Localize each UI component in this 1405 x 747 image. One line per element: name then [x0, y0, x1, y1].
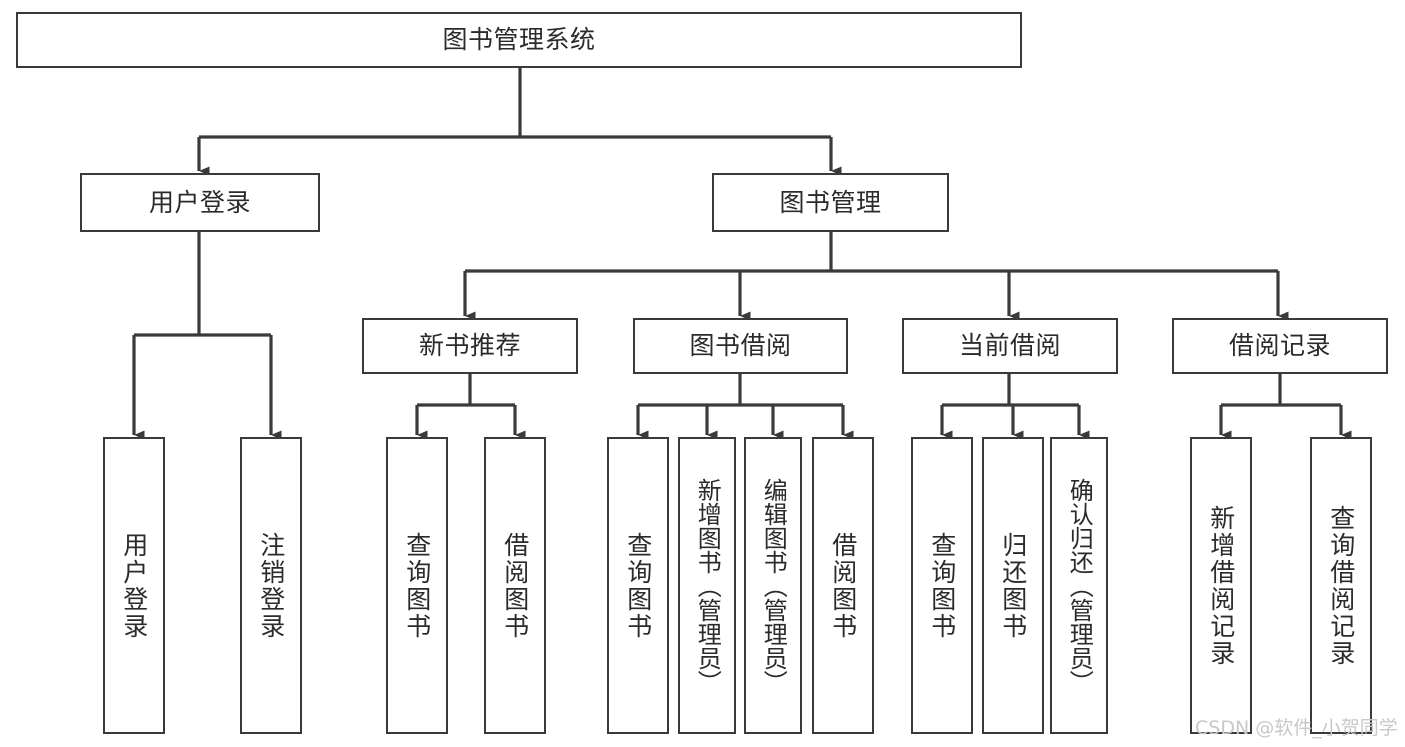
node-leaf-1[interactable]: 注销登录: [240, 437, 302, 734]
node-leaf-12[interactable]: 查询借阅记录: [1310, 437, 1372, 734]
node-level2-1[interactable]: 图书管理: [712, 173, 949, 232]
node-leaf-9[interactable]: 归还图书: [982, 437, 1044, 734]
node-level2-0[interactable]: 用户登录: [80, 173, 320, 232]
node-leaf-11[interactable]: 新增借阅记录: [1190, 437, 1252, 734]
node-leaf-10[interactable]: 确认归还（管理员）: [1050, 437, 1108, 734]
node-leaf-8[interactable]: 查询图书: [911, 437, 973, 734]
node-leaf-6[interactable]: 编辑图书（管理员）: [744, 437, 802, 734]
node-label: 确认归还（管理员）: [1065, 477, 1094, 694]
node-label: 新增借阅记录: [1206, 504, 1236, 667]
node-label: 查询图书: [402, 531, 432, 640]
node-label: 图书管理系统: [442, 25, 596, 55]
node-label: 新书推荐: [418, 331, 521, 361]
node-label: 编辑图书（管理员）: [759, 477, 788, 694]
node-leaf-5[interactable]: 新增图书（管理员）: [678, 437, 736, 734]
node-label: 查询图书: [927, 531, 957, 640]
node-level3-0[interactable]: 新书推荐: [362, 318, 578, 374]
node-leaf-4[interactable]: 查询图书: [607, 437, 669, 734]
node-leaf-7[interactable]: 借阅图书: [812, 437, 874, 734]
node-leaf-3[interactable]: 借阅图书: [484, 437, 546, 734]
node-label: 用户登录: [119, 531, 149, 640]
node-level3-1[interactable]: 图书借阅: [633, 318, 848, 374]
node-level3-3[interactable]: 借阅记录: [1172, 318, 1388, 374]
node-level3-2[interactable]: 当前借阅: [902, 318, 1118, 374]
node-label: 用户登录: [148, 187, 251, 217]
node-label: 注销登录: [256, 531, 286, 640]
node-label: 新增图书（管理员）: [693, 477, 722, 694]
node-label: 查询借阅记录: [1326, 504, 1356, 667]
node-label: 图书借阅: [689, 331, 792, 361]
node-leaf-2[interactable]: 查询图书: [386, 437, 448, 734]
node-leaf-0[interactable]: 用户登录: [103, 437, 165, 734]
node-label: 归还图书: [998, 531, 1028, 640]
node-label: 借阅图书: [828, 531, 858, 640]
node-label: 借阅记录: [1228, 331, 1331, 361]
node-label: 借阅图书: [500, 531, 530, 640]
node-root[interactable]: 图书管理系统: [16, 12, 1022, 68]
node-label: 图书管理: [779, 187, 882, 217]
node-label: 当前借阅: [958, 331, 1061, 361]
node-label: 查询图书: [623, 531, 653, 640]
